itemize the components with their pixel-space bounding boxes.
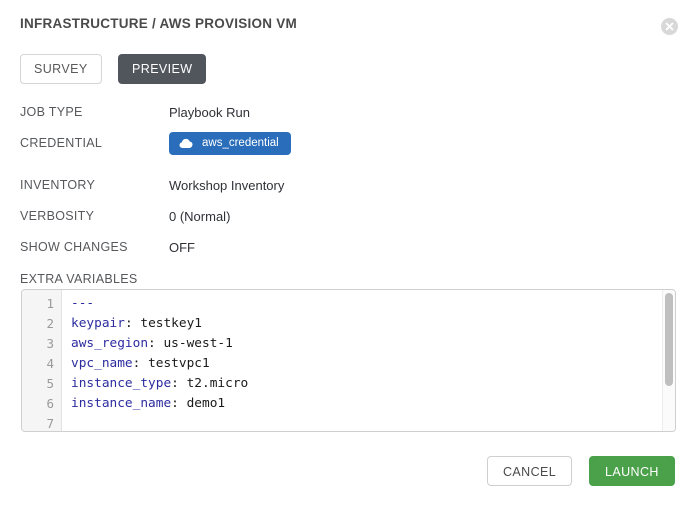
- gutter-line-number: 1: [46, 296, 54, 311]
- gutter-line-number: 3: [46, 336, 54, 351]
- code-punct: :: [124, 316, 133, 331]
- code-punct: :: [148, 336, 156, 351]
- code-punct: :: [132, 356, 141, 371]
- detail-row-inventory: INVENTORY Workshop Inventory: [20, 178, 676, 209]
- code-punct: :: [171, 396, 179, 411]
- launch-button[interactable]: LAUNCH: [589, 456, 675, 486]
- gutter-line-number: 5: [46, 376, 54, 391]
- cloud-icon: [179, 138, 194, 149]
- code-line: instance_name: demo1: [63, 394, 661, 414]
- close-icon[interactable]: [661, 18, 678, 35]
- code-line: aws_region: us-west-1: [63, 334, 661, 354]
- editor-scrollbar-thumb[interactable]: [665, 293, 673, 386]
- code-value: us-west-1: [155, 336, 233, 351]
- editor-gutter: 1 2 3 4 5 6 7: [22, 290, 62, 431]
- code-line: vpc_name: testvpc1: [63, 354, 661, 374]
- code-value: testkey1: [132, 316, 202, 331]
- code-key: instance_name: [71, 396, 172, 411]
- label-credential: CREDENTIAL: [20, 136, 103, 150]
- value-show-changes: OFF: [169, 240, 195, 255]
- value-verbosity: 0 (Normal): [169, 209, 231, 224]
- extra-variables-editor[interactable]: 1 2 3 4 5 6 7 --- keypair: testkey1 aws_…: [21, 289, 676, 432]
- code-value: demo1: [178, 396, 226, 411]
- gutter-line-number: 7: [46, 416, 54, 431]
- code-value: t2.micro: [178, 376, 249, 391]
- value-job-type: Playbook Run: [169, 105, 250, 120]
- tab-row: SURVEY PREVIEW: [20, 54, 207, 84]
- dialog-footer: CANCEL LAUNCH: [0, 453, 695, 493]
- detail-row-show-changes: SHOW CHANGES OFF: [20, 240, 676, 271]
- code-line: instance_type: t2.micro: [63, 374, 661, 394]
- label-verbosity: VERBOSITY: [20, 209, 95, 223]
- code-key: keypair: [71, 316, 125, 331]
- tab-preview[interactable]: PREVIEW: [118, 54, 207, 84]
- page-title: INFRASTRUCTURE / AWS PROVISION VM: [20, 16, 298, 31]
- gutter-line-number: 6: [46, 396, 54, 411]
- value-inventory: Workshop Inventory: [169, 178, 285, 193]
- gutter-line-number: 2: [46, 316, 54, 331]
- gutter-line-number: 4: [46, 356, 54, 371]
- editor-scrollbar-track[interactable]: [662, 290, 675, 431]
- editor-content[interactable]: --- keypair: testkey1 aws_region: us-wes…: [63, 290, 661, 431]
- cancel-button[interactable]: CANCEL: [487, 456, 573, 486]
- code-line: ---: [63, 294, 661, 314]
- credential-badge-label: aws_credential: [202, 137, 279, 149]
- detail-row-job-type: JOB TYPE Playbook Run: [20, 105, 676, 136]
- tab-survey[interactable]: SURVEY: [20, 54, 102, 84]
- code-value: testvpc1: [140, 356, 210, 371]
- dialog-header: INFRASTRUCTURE / AWS PROVISION VM: [0, 0, 695, 42]
- job-detail-list: JOB TYPE Playbook Run CREDENTIAL aws_cre…: [20, 105, 676, 271]
- detail-row-verbosity: VERBOSITY 0 (Normal): [20, 209, 676, 240]
- code-key: aws_region: [71, 336, 149, 351]
- code-key: instance_type: [71, 376, 172, 391]
- label-show-changes: SHOW CHANGES: [20, 240, 128, 254]
- detail-row-credential: CREDENTIAL aws_credential: [20, 132, 676, 178]
- code-line: keypair: testkey1: [63, 314, 661, 334]
- credential-badge[interactable]: aws_credential: [169, 132, 291, 155]
- code-key: vpc_name: [71, 356, 133, 371]
- label-extra-variables: EXTRA VARIABLES: [20, 272, 138, 286]
- code-line: [63, 414, 661, 431]
- code-key: ---: [71, 296, 95, 311]
- label-inventory: INVENTORY: [20, 178, 96, 192]
- code-punct: :: [171, 376, 179, 391]
- label-job-type: JOB TYPE: [20, 105, 83, 119]
